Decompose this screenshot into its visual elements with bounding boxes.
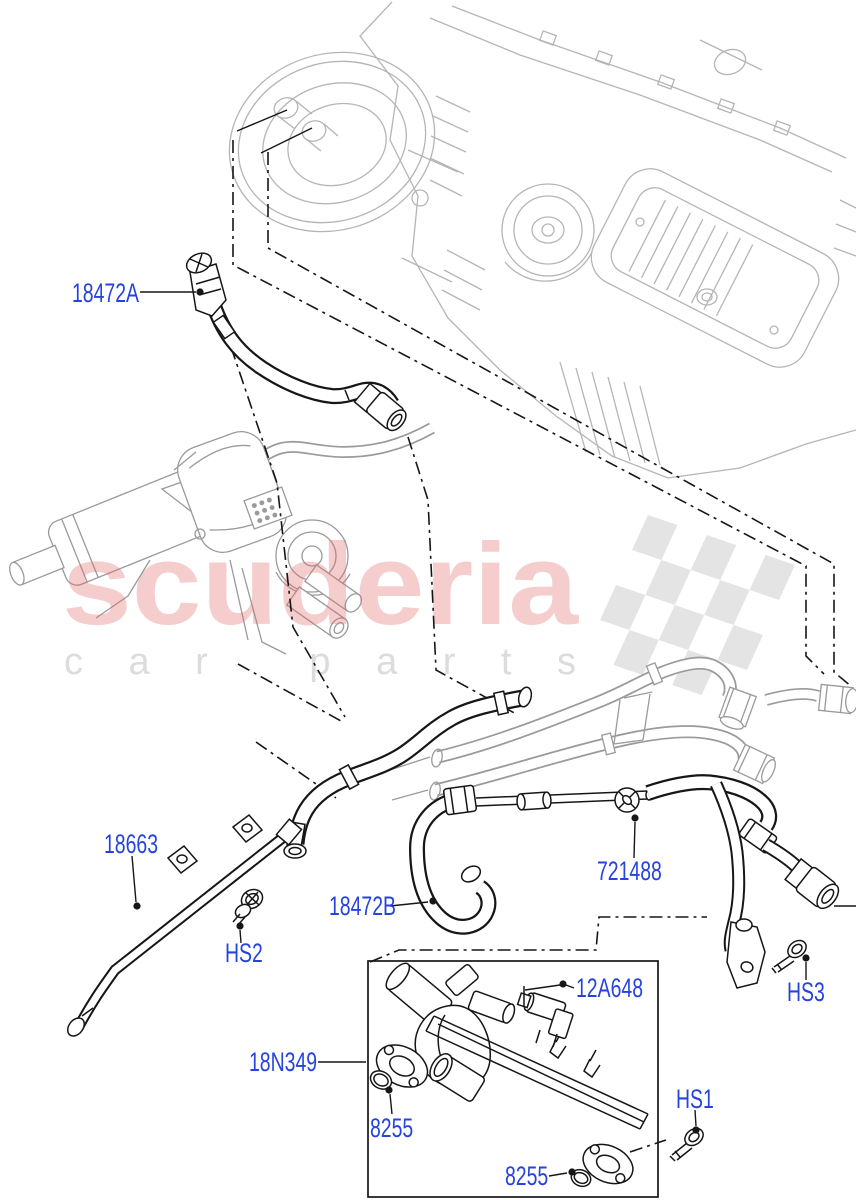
hvac-unit-ghost xyxy=(228,1,856,479)
callout-8255-upper: 8255 xyxy=(370,1113,414,1143)
outlet-tube-18n349-drawing xyxy=(369,962,649,1188)
bolt-hs1 xyxy=(669,1127,704,1162)
checkered-flag-watermark xyxy=(600,515,795,695)
projection-lines xyxy=(230,109,853,1153)
bolt-hs3 xyxy=(771,939,807,974)
callout-8255-lower: 8255 xyxy=(505,1161,549,1191)
callout-18663: 18663 xyxy=(104,829,159,859)
installed-hoses-ghost xyxy=(389,656,856,801)
hose-18472a-drawing xyxy=(185,252,407,432)
callout-12a648: 12A648 xyxy=(576,973,644,1003)
callout-leaders xyxy=(131,288,810,1177)
callout-18472a: 18472A xyxy=(72,278,140,308)
pipe-18663-drawing xyxy=(66,813,303,1037)
callout-721488: 721488 xyxy=(597,856,662,886)
brand-watermark-text: scuderia xyxy=(62,519,580,649)
hose-assembly-drawing xyxy=(283,686,856,989)
callout-hs1: HS1 xyxy=(676,1084,714,1114)
callout-18472b: 18472B xyxy=(329,891,397,921)
callout-hs3: HS3 xyxy=(787,977,825,1007)
detail-box xyxy=(367,960,704,1198)
sensor-12a648-drawing xyxy=(516,986,574,1048)
aux-heater-ghost xyxy=(9,422,435,655)
callout-18n349: 18N349 xyxy=(249,1047,318,1077)
callout-hs2: HS2 xyxy=(225,938,263,968)
screw-hs2 xyxy=(232,888,264,926)
